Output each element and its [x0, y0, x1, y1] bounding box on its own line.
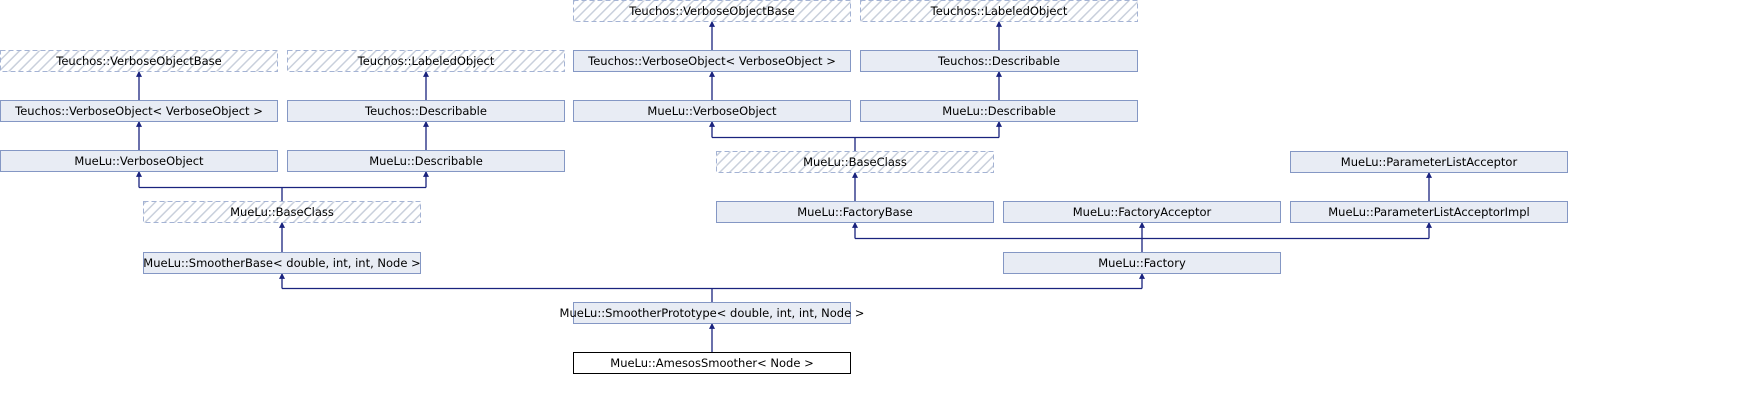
class-box[interactable] — [0, 50, 278, 72]
class-box[interactable] — [287, 150, 565, 172]
class-label: MueLu::BaseClass — [230, 205, 334, 219]
class-label: Teuchos::VerboseObjectBase — [628, 4, 794, 18]
class-node-r-tvo[interactable]: Teuchos::VerboseObject< VerboseObject > — [573, 50, 851, 72]
class-node-l-mvo[interactable]: MueLu::VerboseObject — [0, 150, 278, 172]
class-box[interactable] — [287, 50, 565, 72]
class-node-amesos[interactable]: MueLu::AmesosSmoother< Node > — [573, 352, 851, 374]
class-label: Teuchos::Describable — [937, 54, 1060, 68]
class-node-facc[interactable]: MueLu::FactoryAcceptor — [1003, 201, 1281, 223]
class-node-sbase[interactable]: MueLu::SmootherBase< double, int, int, N… — [143, 252, 421, 274]
class-label: MueLu::BaseClass — [803, 155, 907, 169]
class-node-pla[interactable]: MueLu::ParameterListAcceptor — [1290, 151, 1568, 173]
class-box[interactable] — [860, 50, 1138, 72]
class-label: MueLu::VerboseObject — [647, 104, 777, 118]
class-node-r-mvo[interactable]: MueLu::VerboseObject — [573, 100, 851, 122]
class-node-r-td[interactable]: Teuchos::Describable — [860, 50, 1138, 72]
class-node-r-mbc[interactable]: MueLu::BaseClass — [716, 151, 994, 173]
class-box[interactable] — [573, 100, 851, 122]
class-box[interactable] — [860, 0, 1138, 22]
class-node-plai[interactable]: MueLu::ParameterListAcceptorImpl — [1290, 201, 1568, 223]
class-node-r-tvob[interactable]: Teuchos::VerboseObjectBase — [573, 0, 851, 22]
class-node-r-tlo[interactable]: Teuchos::LabeledObject — [860, 0, 1138, 22]
class-label: Teuchos::LabeledObject — [357, 54, 495, 68]
class-box[interactable] — [573, 50, 851, 72]
class-node-sproto[interactable]: MueLu::SmootherPrototype< double, int, i… — [560, 302, 865, 324]
class-box[interactable] — [143, 252, 421, 274]
class-node-l-td[interactable]: Teuchos::Describable — [287, 100, 565, 122]
class-box[interactable] — [573, 0, 851, 22]
class-label: Teuchos::VerboseObject< VerboseObject > — [587, 54, 836, 68]
class-label: MueLu::FactoryAcceptor — [1073, 205, 1212, 219]
edges-layer — [136, 20, 1432, 353]
class-label: MueLu::SmootherPrototype< double, int, i… — [560, 306, 865, 320]
class-box[interactable] — [0, 100, 278, 122]
class-label: MueLu::ParameterListAcceptor — [1341, 155, 1518, 169]
class-box[interactable] — [716, 201, 994, 223]
class-node-l-tvo[interactable]: Teuchos::VerboseObject< VerboseObject > — [0, 100, 278, 122]
class-box[interactable] — [860, 100, 1138, 122]
class-label: Teuchos::VerboseObjectBase — [55, 54, 221, 68]
class-box[interactable] — [1290, 201, 1568, 223]
class-box[interactable] — [287, 100, 565, 122]
class-box[interactable] — [716, 151, 994, 173]
class-node-fact[interactable]: MueLu::Factory — [1003, 252, 1281, 274]
class-label: MueLu::SmootherBase< double, int, int, N… — [143, 256, 420, 270]
class-label: Teuchos::LabeledObject — [930, 4, 1068, 18]
class-label: MueLu::AmesosSmoother< Node > — [610, 356, 813, 370]
class-label: MueLu::Describable — [369, 154, 483, 168]
class-label: Teuchos::Describable — [364, 104, 487, 118]
class-box[interactable] — [573, 302, 851, 324]
class-label: MueLu::FactoryBase — [797, 205, 913, 219]
class-node-l-tlo[interactable]: Teuchos::LabeledObject — [287, 50, 565, 72]
class-node-r-md[interactable]: MueLu::Describable — [860, 100, 1138, 122]
class-box[interactable] — [1003, 201, 1281, 223]
class-node-l-md[interactable]: MueLu::Describable — [287, 150, 565, 172]
class-label: MueLu::ParameterListAcceptorImpl — [1328, 205, 1530, 219]
class-box[interactable] — [573, 352, 851, 374]
class-label: MueLu::Describable — [942, 104, 1056, 118]
class-box[interactable] — [1290, 151, 1568, 173]
class-box[interactable] — [0, 150, 278, 172]
class-label: Teuchos::VerboseObject< VerboseObject > — [14, 104, 263, 118]
class-label: MueLu::Factory — [1098, 256, 1186, 270]
class-label: MueLu::VerboseObject — [74, 154, 204, 168]
class-node-l-tvob[interactable]: Teuchos::VerboseObjectBase — [0, 50, 278, 72]
class-node-fbase[interactable]: MueLu::FactoryBase — [716, 201, 994, 223]
class-box[interactable] — [1003, 252, 1281, 274]
class-box[interactable] — [143, 201, 421, 223]
class-node-l-mbc[interactable]: MueLu::BaseClass — [143, 201, 421, 223]
